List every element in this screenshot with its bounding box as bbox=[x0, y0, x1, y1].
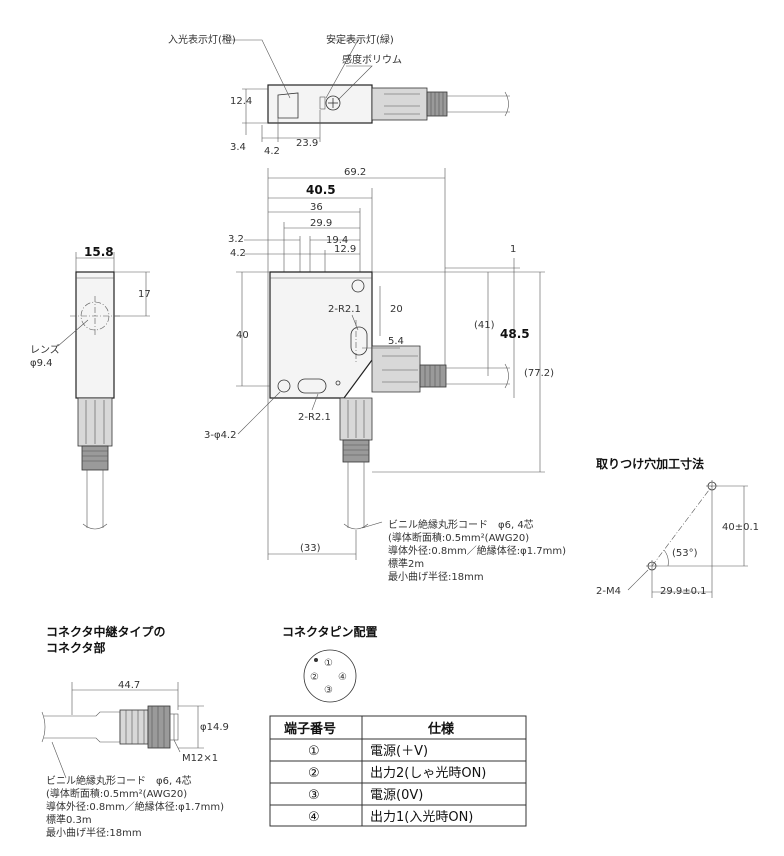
relay-connector: コネクタ中継タイプの コネクタ部 44.7 φ14.9 M12×1 ビニル絶縁丸… bbox=[41, 624, 229, 839]
dim-20: 20 bbox=[390, 304, 403, 315]
side-view: 15.8 17 レンズ φ9.4 bbox=[30, 245, 151, 530]
connector-face bbox=[303, 649, 357, 703]
table-row-1-num: ① bbox=[308, 744, 320, 759]
cable-note-1: ビニル絶縁丸形コード φ6, 4芯 bbox=[388, 518, 534, 531]
relay-title-1: コネクタ中継タイプの bbox=[46, 624, 166, 639]
dim-77-2: (77.2) bbox=[524, 368, 554, 379]
label-stable-light: 安定表示灯(緑) bbox=[326, 33, 394, 46]
mount-dim-40: 40±0.1 bbox=[722, 522, 759, 533]
relay-dim-44-7: 44.7 bbox=[118, 680, 140, 691]
cable-note-3: 導体外径:0.8mm／絶縁体径:φ1.7mm) bbox=[388, 544, 566, 557]
top-view: 入光表示灯(橙) 安定表示灯(緑) 感度ボリウム 12.4 3.4 4.2 23… bbox=[168, 33, 510, 157]
relay-note-1: ビニル絶縁丸形コード φ6, 4芯 bbox=[46, 774, 192, 787]
dim-r-top: 2-R2.1 bbox=[328, 304, 361, 315]
pin-4: ④ bbox=[338, 672, 347, 683]
pin-3: ③ bbox=[324, 685, 333, 696]
table-header-num: 端子番号 bbox=[284, 721, 336, 737]
table-row-3-spec: 電源(0V) bbox=[370, 788, 423, 803]
table-row-4-spec: 出力1(入光時ON) bbox=[370, 810, 473, 825]
mounting-diagram: 取りつけ穴加工寸法 40±0.1 (53°) 2-M4 29.9±0.1 bbox=[596, 456, 759, 598]
dim-29-9: 29.9 bbox=[310, 218, 332, 229]
dim-12-4: 12.4 bbox=[230, 96, 252, 107]
table-header-spec: 仕様 bbox=[427, 721, 455, 737]
sensitivity-knob bbox=[325, 95, 341, 111]
pin-2: ② bbox=[310, 672, 319, 683]
pin-table: 端子番号 仕様 ① 電源(＋V) ② 出力2(しゃ光時ON) ③ 電源(0V) … bbox=[269, 715, 527, 827]
dim-36: 36 bbox=[310, 202, 323, 213]
table-row-2-num: ② bbox=[308, 766, 320, 781]
pin-1: ① bbox=[324, 658, 333, 669]
dim-3-2: 3.2 bbox=[228, 234, 244, 245]
mount-dim-29-9: 29.9±0.1 bbox=[660, 586, 707, 597]
table-row-1-spec: 電源(＋V) bbox=[370, 744, 428, 759]
dim-5-4: 5.4 bbox=[388, 336, 404, 347]
key-mark bbox=[314, 658, 318, 662]
mount-screw: 2-M4 bbox=[596, 586, 621, 597]
dim-1: 1 bbox=[510, 244, 516, 255]
dim-40-5: 40.5 bbox=[306, 183, 336, 197]
input-indicator-shape bbox=[277, 92, 299, 119]
dim-69-2: 69.2 bbox=[344, 167, 366, 178]
relay-note-2: (導体断面積:0.5mm²(AWG20) bbox=[46, 787, 187, 800]
front-connector-right bbox=[371, 345, 421, 393]
slot-vertical bbox=[350, 326, 368, 356]
lens-dia: φ9.4 bbox=[30, 358, 53, 369]
dim-48-5: 48.5 bbox=[500, 327, 530, 341]
pin-layout: コネクタピン配置 ① ② ④ ③ bbox=[282, 624, 378, 703]
dim-40: 40 bbox=[236, 330, 249, 341]
front-view-body bbox=[269, 271, 373, 399]
relay-note-4: 標準0.3m bbox=[46, 813, 92, 826]
dim-r-bottom: 2-R2.1 bbox=[298, 412, 331, 423]
relay-thread: M12×1 bbox=[182, 753, 218, 764]
dim-19-4: 19.4 bbox=[326, 235, 348, 246]
dim-4-2: 4.2 bbox=[230, 248, 246, 259]
slot-horizontal bbox=[297, 378, 327, 394]
dim-15-8: 15.8 bbox=[84, 245, 114, 259]
relay-nut bbox=[147, 705, 171, 749]
dim-holes: 3-φ4.2 bbox=[204, 430, 236, 441]
lens-label: レンズ bbox=[30, 343, 60, 356]
relay-note-3: 導体外径:0.8mm／絶縁体径:φ1.7mm) bbox=[46, 800, 224, 813]
mounting-title: 取りつけ穴加工寸法 bbox=[596, 456, 704, 471]
mount-hole-top bbox=[351, 279, 365, 293]
mount-hole-bottom bbox=[277, 379, 291, 393]
relay-title-2: コネクタ部 bbox=[46, 640, 106, 655]
pin-layout-title: コネクタピン配置 bbox=[282, 624, 378, 639]
cable-note-5: 最小曲げ半径:18mm bbox=[388, 570, 484, 583]
cable-note-4: 標準2m bbox=[388, 557, 424, 570]
relay-note-5: 最小曲げ半径:18mm bbox=[46, 826, 142, 839]
table-row-4-num: ④ bbox=[308, 810, 320, 825]
dim-33: (33) bbox=[300, 543, 321, 554]
dim-12-9: 12.9 bbox=[334, 244, 356, 255]
front-view: 69.2 40.5 36 29.9 3.2 19.4 4.2 12.9 bbox=[204, 167, 566, 583]
label-input-light: 入光表示灯(橙) bbox=[168, 33, 236, 46]
dim-23-9: 23.9 bbox=[296, 138, 318, 149]
table-row-2-spec: 出力2(しゃ光時ON) bbox=[370, 766, 486, 781]
table-row-3-num: ③ bbox=[308, 788, 320, 803]
dim-17: 17 bbox=[138, 289, 151, 300]
cable-note-2: (導体断面積:0.5mm²(AWG20) bbox=[388, 531, 529, 544]
relay-dim-14-9: φ14.9 bbox=[200, 722, 229, 733]
dim-4-2-top: 4.2 bbox=[264, 146, 280, 157]
mount-angle: (53°) bbox=[672, 548, 698, 559]
dim-41: (41) bbox=[474, 320, 495, 331]
label-sensitivity: 感度ボリウム bbox=[342, 53, 402, 66]
top-connector bbox=[371, 87, 428, 121]
dim-3-4: 3.4 bbox=[230, 142, 246, 153]
relay-grip bbox=[119, 709, 149, 745]
